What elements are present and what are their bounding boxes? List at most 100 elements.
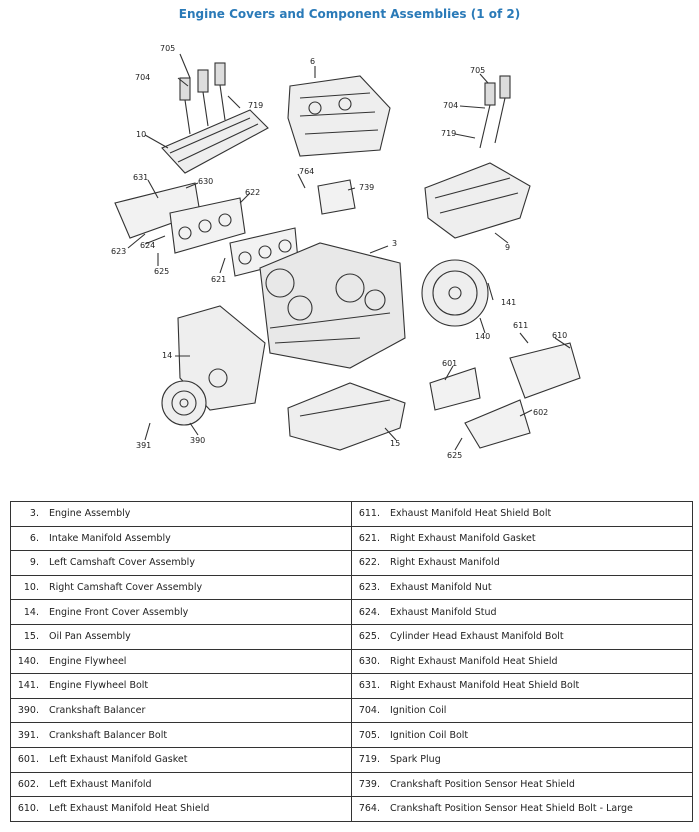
- callout-label: 391: [136, 441, 151, 450]
- part-number: 621.: [358, 532, 380, 544]
- callout-label: 602: [533, 408, 548, 417]
- part-name: Right Camshaft Cover Assembly: [49, 582, 203, 594]
- callout-label: 624: [140, 241, 155, 250]
- part-name: Engine Flywheel Bolt: [49, 680, 149, 692]
- part-name: Right Exhaust Manifold: [390, 557, 500, 569]
- part-name: Engine Front Cover Assembly: [49, 606, 189, 618]
- part-number: 141.: [17, 680, 39, 692]
- part-cell: 9. Left Camshaft Cover Assembly: [10, 550, 352, 576]
- part-cell: 630. Right Exhaust Manifold Heat Shield: [351, 648, 693, 675]
- page-title: Engine Covers and Component Assemblies (…: [178, 7, 521, 21]
- part-cell: 10.Right Camshaft Cover Assembly: [10, 574, 352, 601]
- part-cell: 141. Engine Flywheel Bolt: [10, 673, 352, 699]
- table-row: 15. Oil Pan Assembly 625.Cylinder Head Exh…: [10, 623, 693, 650]
- callout-label: 15: [390, 439, 400, 448]
- exploded-view-diagram: 705 704 719 10 6 705 704 719 631 630 622…: [100, 38, 600, 462]
- part-name: Right Exhaust Manifold Heat Shield: [390, 655, 558, 667]
- table-row: 3.Engine Assembly 611. Exhaust Manifold He…: [10, 501, 693, 527]
- callout-label: 140: [475, 332, 490, 341]
- part-number: 15.: [23, 631, 39, 643]
- part-name: Engine Flywheel: [49, 655, 127, 667]
- part-cell: 3.Engine Assembly: [10, 501, 352, 527]
- part-name: Exhaust Manifold Stud: [390, 606, 497, 618]
- callout-label: 764: [299, 167, 314, 176]
- part-cell: 14.Engine Front Cover Assembly: [10, 599, 352, 625]
- callout-label: 631: [133, 173, 148, 182]
- part-name: Crankshaft Position Sensor Heat Shield B…: [390, 803, 633, 815]
- callout-label: 704: [443, 101, 458, 110]
- part-cell: 622.Right Exhaust Manifold: [351, 550, 693, 576]
- engine-assembly-drawing: [259, 242, 406, 369]
- callout-label: 3: [392, 239, 397, 248]
- part-name: Exhaust Manifold Heat Shield Bolt: [390, 508, 552, 520]
- part-name: Ignition Coil: [390, 705, 447, 717]
- callout-label: 6: [310, 57, 315, 66]
- part-cell: 719.Spark Plug: [351, 746, 693, 773]
- part-number: 739.: [358, 778, 380, 790]
- part-name: Crankshaft Balancer Bolt: [49, 729, 168, 741]
- diagram-callout-labels: 705 704 719 10 6 705 704 719 631 630 622…: [111, 44, 567, 460]
- callout-label: 390: [190, 436, 205, 445]
- part-cell: 623. Exhaust Manifold Nut: [351, 574, 693, 601]
- part-name: Exhaust Manifold Nut: [390, 582, 492, 594]
- callout-label: 719: [441, 129, 456, 138]
- callout-label: 705: [470, 66, 485, 75]
- table-row: 9. Left Camshaft Cover Assembly 622.Right …: [10, 550, 693, 576]
- part-number: 704.: [358, 705, 380, 717]
- table-row: 140. Engine Flywheel 630. Right Exhaust Man…: [10, 648, 693, 675]
- part-number: 630.: [358, 655, 380, 667]
- part-cell: 140. Engine Flywheel: [10, 648, 352, 675]
- part-number: 611.: [358, 508, 380, 520]
- table-row: 390.Crankshaft Balancer 704. Ignition Coil: [10, 697, 693, 724]
- part-name: Crankshaft Position Sensor Heat Shield: [390, 778, 575, 790]
- part-name: Left Camshaft Cover Assembly: [49, 557, 195, 569]
- part-cell: 390.Crankshaft Balancer: [10, 697, 352, 724]
- part-cell: 610.Left Exhaust Manifold Heat Shield: [10, 796, 352, 822]
- part-number: 601.: [17, 754, 39, 766]
- part-cell: 631.Right Exhaust Manifold Heat Shield B…: [351, 673, 693, 699]
- callout-label: 623: [111, 247, 126, 256]
- part-name: Right Exhaust Manifold Gasket: [390, 532, 536, 544]
- part-number: 610.: [17, 803, 39, 815]
- callout-label: 622: [245, 188, 260, 197]
- table-row: 601. Left Exhaust Manifold Gasket 719.Spar…: [10, 746, 693, 773]
- part-name: Right Exhaust Manifold Heat Shield Bolt: [390, 680, 580, 692]
- callout-label: 141: [501, 298, 516, 307]
- callout-label: 610: [552, 331, 567, 340]
- part-cell: 625.Cylinder Head Exhaust Manifold Bolt: [351, 623, 693, 650]
- part-cell: 621. Right Exhaust Manifold Gasket: [351, 525, 693, 552]
- part-cell: 624. Exhaust Manifold Stud: [351, 599, 693, 625]
- callout-label: 14: [162, 351, 172, 360]
- part-number: 623.: [358, 582, 380, 594]
- callout-label: 719: [248, 101, 263, 110]
- parts-legend-table: 3.Engine Assembly 611. Exhaust Manifold He…: [10, 501, 693, 822]
- part-name: Left Exhaust Manifold Gasket: [49, 754, 188, 766]
- table-row: 14.Engine Front Cover Assembly 624. Exhaus…: [10, 599, 693, 625]
- callout-label: 739: [359, 183, 374, 192]
- callout-label: 704: [135, 73, 150, 82]
- part-cell: 391.Crankshaft Balancer Bolt: [10, 722, 352, 748]
- part-number: 719.: [358, 754, 380, 766]
- part-number: 705.: [358, 729, 380, 741]
- left-camshaft-cover-drawing: [424, 75, 531, 239]
- table-row: 10.Right Camshaft Cover Assembly 623. Exha…: [10, 574, 693, 601]
- callout-label: 10: [136, 130, 146, 139]
- callout-label: 625: [154, 267, 169, 276]
- part-name: Crankshaft Balancer: [49, 705, 146, 717]
- part-number: 624.: [358, 606, 380, 618]
- callout-label: 621: [211, 275, 226, 284]
- part-cell: 739. Crankshaft Position Sensor Heat Shie…: [351, 771, 693, 798]
- part-number: 3.: [29, 508, 39, 520]
- table-row: 141. Engine Flywheel Bolt 631.Right Exhaus…: [10, 673, 693, 699]
- part-cell: 764.Crankshaft Position Sensor Heat Shie…: [351, 796, 693, 822]
- callout-label: 630: [198, 177, 213, 186]
- part-number: 140.: [17, 655, 39, 667]
- part-cell: 611. Exhaust Manifold Heat Shield Bolt: [351, 501, 693, 527]
- intake-manifold-drawing: [287, 75, 391, 157]
- part-number: 6.: [29, 532, 39, 544]
- part-name: Oil Pan Assembly: [49, 631, 131, 643]
- part-number: 9.: [29, 557, 39, 569]
